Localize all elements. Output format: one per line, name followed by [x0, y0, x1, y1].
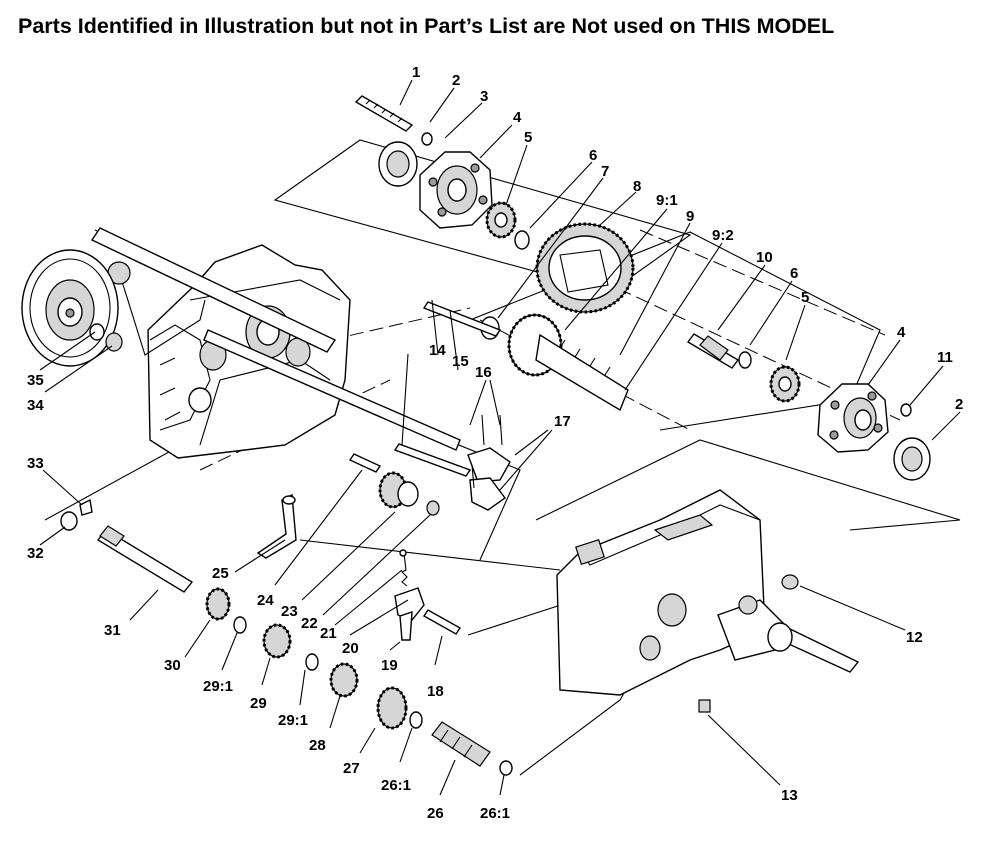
bearing-cover-right [817, 383, 889, 453]
bushing-26-1a [409, 711, 423, 729]
bushing-26-1b [499, 760, 513, 776]
callout-29-1-a: 29:1 [203, 678, 233, 695]
callout-20: 20 [342, 640, 359, 657]
oil-seal-left [378, 141, 418, 187]
callout-7: 7 [601, 163, 609, 180]
callout-31: 31 [104, 622, 121, 639]
callout-19: 19 [381, 657, 398, 674]
callout-9: 9 [686, 208, 694, 225]
pin-24 [348, 453, 382, 473]
gear-27 [376, 686, 408, 730]
callout-3: 3 [480, 88, 488, 105]
callout-21: 21 [320, 625, 337, 642]
callout-13: 13 [781, 787, 798, 804]
washer-32 [60, 511, 78, 531]
callout-26-1-b: 26:1 [480, 805, 510, 822]
bushing-29-1b [305, 653, 319, 671]
callout-6-right: 6 [790, 265, 798, 282]
ball-21 [399, 549, 407, 557]
plug-12 [781, 574, 799, 590]
callout-33: 33 [27, 455, 44, 472]
shift-collar-19 [394, 587, 425, 641]
callout-34: 34 [27, 397, 44, 414]
callout-5: 5 [524, 129, 532, 146]
gear-30 [205, 587, 231, 621]
lock-washer [421, 132, 433, 146]
callout-28: 28 [309, 737, 326, 754]
spur-gear-small-right [769, 365, 801, 403]
drive-pulley [21, 249, 119, 367]
callout-26-1-a: 26:1 [381, 777, 411, 794]
pinion-shaft [686, 333, 740, 369]
gear-23 [378, 471, 419, 509]
callout-1: 1 [412, 64, 420, 81]
callout-2: 2 [452, 72, 460, 89]
bolt [354, 95, 414, 132]
callout-26: 26 [427, 805, 444, 822]
callout-9-1: 9:1 [656, 192, 678, 209]
snap-ring-right [738, 351, 752, 369]
callout-22: 22 [301, 615, 318, 632]
pulley-washer [89, 323, 105, 341]
callout-labels: 1 2 3 4 5 6 7 8 9:1 9 9:2 10 6 5 4 11 2 … [27, 64, 963, 822]
spur-gear-small-top [485, 201, 517, 239]
pin-18 [422, 609, 462, 635]
long-rod [203, 329, 461, 451]
leader-lines [39, 79, 961, 796]
key-33 [79, 498, 93, 516]
page-title: Parts Identified in Illustration but not… [18, 14, 835, 38]
callout-16: 16 [475, 364, 492, 381]
callout-8: 8 [633, 178, 641, 195]
callout-10: 10 [756, 249, 773, 266]
gear-29 [262, 623, 292, 659]
plug-13 [698, 699, 711, 713]
callout-9-2: 9:2 [712, 227, 734, 244]
oil-seal-right [893, 437, 931, 481]
callout-27: 27 [343, 760, 360, 777]
spring-21 [401, 552, 408, 587]
bushing-29-1a [233, 616, 247, 634]
callout-4: 4 [513, 109, 522, 126]
callout-6: 6 [589, 147, 597, 164]
callout-2-right: 2 [955, 396, 963, 413]
snap-ring-top [514, 230, 530, 250]
output-gear-and-shaft [507, 313, 629, 412]
shift-forks [467, 414, 511, 511]
callout-17: 17 [554, 413, 571, 430]
callout-11: 11 [937, 349, 953, 366]
shift-rod [90, 227, 337, 353]
shift-rail-14 [393, 443, 472, 477]
callout-32: 32 [27, 545, 44, 562]
callout-15: 15 [452, 353, 469, 370]
callout-4-right: 4 [897, 324, 906, 341]
shift-lever [107, 261, 206, 356]
bushing-22 [426, 500, 440, 516]
shift-lever-25 [256, 493, 297, 559]
callout-29: 29 [250, 695, 267, 712]
callout-23: 23 [281, 603, 298, 620]
callout-18: 18 [427, 683, 444, 700]
callout-14: 14 [429, 342, 446, 359]
callout-5-right: 5 [801, 289, 809, 306]
pulley-bushing [105, 332, 123, 352]
callout-30: 30 [164, 657, 181, 674]
callout-35: 35 [27, 372, 44, 389]
callout-25: 25 [212, 565, 229, 582]
transmission-housing-right [556, 489, 860, 696]
callout-29-1-b: 29:1 [278, 712, 308, 729]
bull-gear [535, 222, 635, 314]
callout-24: 24 [257, 592, 274, 609]
shaft-31 [96, 525, 194, 593]
nut [900, 403, 912, 417]
shift-rail-15 [422, 301, 502, 337]
gear-28 [329, 662, 359, 698]
splined-shaft-26 [431, 721, 491, 767]
callout-12: 12 [906, 629, 923, 646]
bearing-cover-left [419, 151, 493, 229]
